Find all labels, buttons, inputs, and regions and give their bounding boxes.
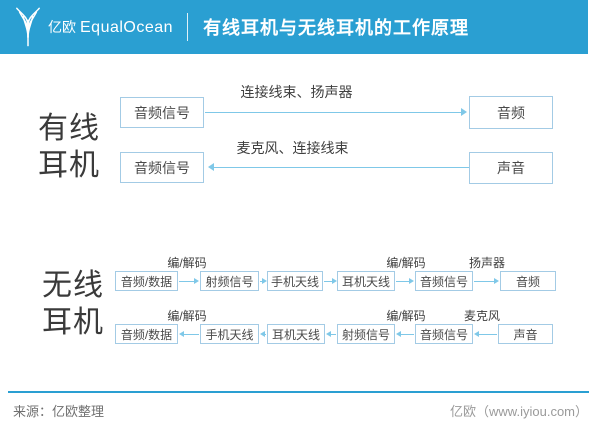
header-divider xyxy=(187,13,189,41)
arrow-wl1-2 xyxy=(260,278,267,284)
flow-node-wl2-phone-antenna: 手机天线 xyxy=(200,324,259,344)
arrow-wl2-2 xyxy=(260,331,266,337)
flow-node-wl2-rf-signal: 射频信号 xyxy=(337,324,395,344)
arrow-wl1-4 xyxy=(396,278,414,284)
flow-node-wl1-earphone-antenna: 耳机天线 xyxy=(337,271,395,291)
footer-source: 来源：亿欧整理 xyxy=(13,404,105,419)
arrow-label-wl1-codec1: 编/解码 xyxy=(167,256,207,270)
equalocean-logo-icon xyxy=(16,7,40,47)
section-label-wireless: 无线 耳机 xyxy=(42,267,104,341)
page-title: 有线耳机与无线耳机的工作原理 xyxy=(203,18,470,38)
arrow-wl1-3 xyxy=(324,278,337,284)
flow-node-wl1-audio-signal: 音频信号 xyxy=(415,271,473,291)
flow-node-wired-audio-signal-in: 音频信号 xyxy=(120,152,204,183)
brand-text: 亿欧 EqualOcean xyxy=(48,17,173,37)
flow-node-wl1-phone-antenna: 手机天线 xyxy=(267,271,323,291)
section-label-wired-line2: 耳机 xyxy=(38,149,100,182)
flow-node-wl1-rf-signal: 射频信号 xyxy=(200,271,259,291)
flow-node-wired-sound: 声音 xyxy=(469,152,553,184)
footer-divider xyxy=(8,391,589,393)
flow-node-wl2-sound: 声音 xyxy=(498,324,553,344)
arrow-label-wired-record: 麦克风、连接线束 xyxy=(236,140,349,156)
arrow-label-wl2-microphone: 麦克风 xyxy=(463,309,500,323)
section-label-wired: 有线 耳机 xyxy=(38,110,100,184)
flow-node-wired-audio: 音频 xyxy=(469,96,553,129)
flow-node-wl1-audio: 音频 xyxy=(500,271,556,291)
arrow-wl1-5 xyxy=(474,278,499,284)
arrow-wl1-1 xyxy=(179,278,199,284)
brand-cn: 亿欧 xyxy=(48,19,76,35)
section-label-wireless-line1: 无线 xyxy=(42,269,104,302)
arrow-wl2-1 xyxy=(179,331,199,337)
arrow-label-wl2-codec2: 编/解码 xyxy=(386,309,426,323)
flow-node-wl2-audio-data: 音频/数据 xyxy=(115,324,178,344)
flow-node-wl2-audio-signal: 音频信号 xyxy=(415,324,473,344)
arrow-label-wl1-codec2: 编/解码 xyxy=(386,256,426,270)
footer-site: 亿欧（www.iyiou.com） xyxy=(450,404,588,419)
arrow-wired-record xyxy=(208,163,469,171)
arrow-wl2-4 xyxy=(396,331,414,337)
section-label-wired-line1: 有线 xyxy=(38,112,100,145)
arrow-wl2-3 xyxy=(326,331,336,337)
arrow-wl2-5 xyxy=(474,331,497,337)
arrow-label-wl2-codec1: 编/解码 xyxy=(167,309,207,323)
header-bar: 亿欧 EqualOcean 有线耳机与无线耳机的工作原理 xyxy=(0,0,588,54)
arrow-label-wl1-speaker: 扬声器 xyxy=(468,256,505,270)
section-label-wireless-line2: 耳机 xyxy=(42,306,104,339)
flow-node-wl2-earphone-antenna: 耳机天线 xyxy=(267,324,325,344)
flow-node-wl1-audio-data: 音频/数据 xyxy=(115,271,178,291)
arrow-label-wired-playback: 连接线束、扬声器 xyxy=(240,84,353,100)
arrow-wired-playback xyxy=(205,108,467,116)
flow-node-wired-audio-signal-out: 音频信号 xyxy=(120,97,204,128)
brand-en: EqualOcean xyxy=(80,19,174,36)
